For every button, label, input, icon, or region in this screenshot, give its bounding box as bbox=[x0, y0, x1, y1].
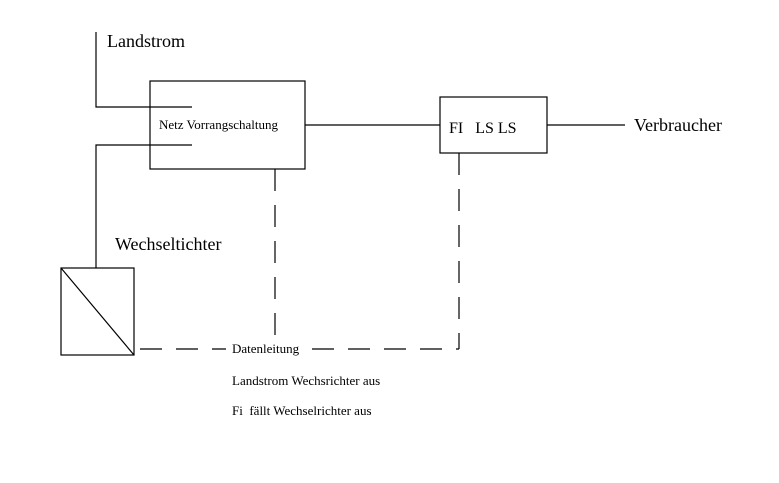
inverter-diagonal bbox=[60, 267, 135, 356]
inverter-label: Wechseltichter bbox=[115, 234, 222, 254]
transfer-switch-label: Netz Vorrangschaltung bbox=[159, 117, 279, 132]
note-fi: Fi fällt Wechselrichter aus bbox=[232, 403, 372, 418]
landstrom-feed-line bbox=[95, 32, 192, 108]
landstrom-label: Landstrom bbox=[107, 31, 185, 51]
breaker-label: FI LS LS bbox=[449, 120, 517, 137]
consumer-label: Verbraucher bbox=[634, 115, 722, 135]
inverter-box bbox=[60, 267, 135, 356]
note-landstrom: Landstrom Wechsrichter aus bbox=[232, 373, 380, 388]
inverter-feed-line bbox=[95, 144, 192, 268]
data-line-label: Datenleitung bbox=[232, 341, 300, 356]
